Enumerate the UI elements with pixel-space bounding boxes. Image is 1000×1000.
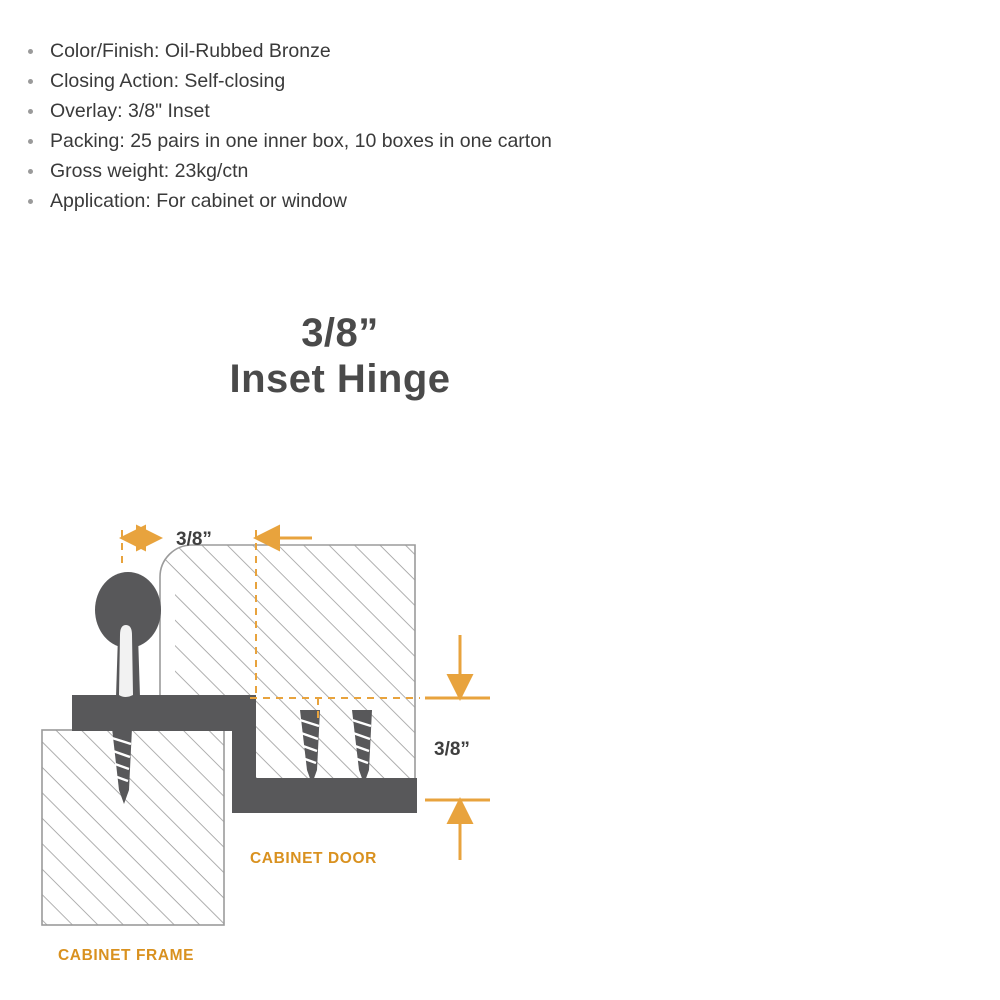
specification-list: Color/Finish: Oil-Rubbed Bronze Closing … (14, 36, 714, 216)
diagram-title-line1: 3/8” (301, 311, 379, 355)
cabinet-frame-panel (41, 729, 225, 926)
spec-item-overlay: Overlay: 3/8" Inset (14, 96, 714, 126)
screw-frame (111, 728, 132, 804)
cabinet-frame-label: CABINET FRAME (58, 947, 194, 964)
cabinet-door-label: CABINET DOOR (250, 850, 377, 867)
spec-item-application: Application: For cabinet or window (14, 186, 714, 216)
diagram-title: 3/8” Inset Hinge (130, 310, 550, 402)
hinge-metal-body (72, 572, 417, 813)
dimension-top-label: 3/8” (176, 529, 212, 550)
spec-item-gross-weight: Gross weight: 23kg/ctn (14, 156, 714, 186)
dimension-right-label: 3/8” (434, 739, 470, 760)
dimension-top: 3/8” (119, 524, 312, 552)
spec-item-closing-action: Closing Action: Self-closing (14, 66, 714, 96)
screw-door-2 (351, 710, 372, 784)
dimension-right: 3/8” (425, 635, 490, 860)
spec-item-packing: Packing: 25 pairs in one inner box, 10 b… (14, 126, 714, 156)
inset-hinge-diagram: 3/8” 3/8” CABINET DOOR CABINET FRAME (0, 470, 620, 980)
diagram-title-line2: Inset Hinge (229, 357, 451, 401)
screw-door-1 (299, 710, 320, 784)
spec-item-color: Color/Finish: Oil-Rubbed Bronze (14, 36, 714, 66)
